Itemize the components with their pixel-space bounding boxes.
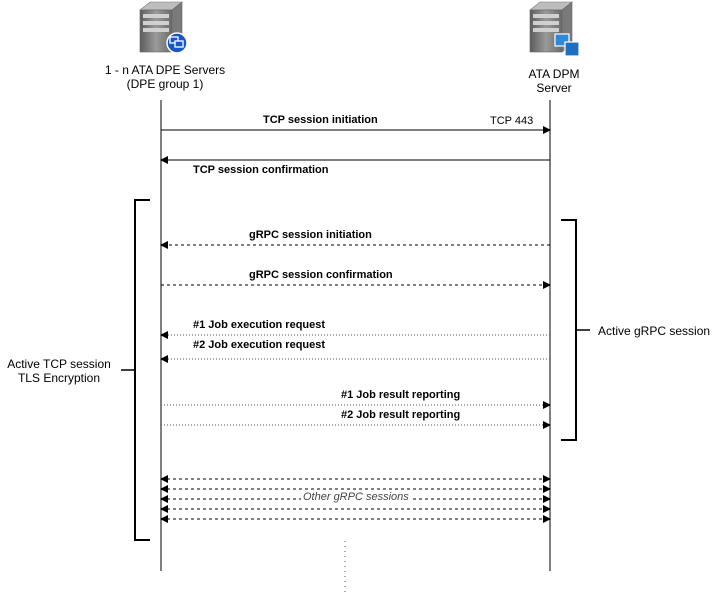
left-server-icon bbox=[139, 1, 188, 54]
tcp-port-label: TCP 443 bbox=[490, 115, 534, 127]
grpc-init-label: gRPC session initiation bbox=[249, 229, 372, 241]
job2-result-label: #2 Job result reporting bbox=[341, 409, 461, 421]
right-entity-label-line1: ATA DPM bbox=[528, 67, 580, 81]
job1-request-label: #1 Job execution request bbox=[193, 319, 326, 331]
other-sessions-label: Other gRPC sessions bbox=[301, 491, 411, 504]
tcp-session-bracket bbox=[134, 199, 150, 541]
left-entity-label-line2: (DPE group 1) bbox=[126, 77, 204, 91]
left-entity-label-line1: 1 - n ATA DPE Servers bbox=[104, 63, 226, 77]
tcp-bracket-label-line1: Active TCP session bbox=[7, 357, 111, 371]
grpc-session-bracket bbox=[561, 219, 577, 441]
right-entity-label-line2: Server bbox=[536, 81, 572, 95]
tcp-bracket-label: Active TCP session TLS Encryption bbox=[7, 357, 111, 385]
tcp-bracket-label-line2: TLS Encryption bbox=[17, 371, 101, 385]
right-entity-label: ATA DPM Server bbox=[529, 67, 580, 95]
other-sessions-arrows bbox=[160, 475, 551, 523]
left-entity-label: 1 - n ATA DPE Servers (DPE group 1) bbox=[105, 63, 225, 91]
grpc-confirm-label: gRPC session confirmation bbox=[249, 269, 393, 281]
job1-result-label: #1 Job result reporting bbox=[341, 389, 461, 401]
grpc-bracket-label: Active gRPC session bbox=[598, 324, 711, 338]
tcp-confirm-label: TCP session confirmation bbox=[193, 164, 329, 176]
job2-request-label: #2 Job execution request bbox=[193, 339, 326, 351]
tcp-init-label: TCP session initiation bbox=[263, 114, 378, 126]
display-badge-icon bbox=[554, 33, 580, 57]
right-server-icon bbox=[529, 1, 580, 57]
